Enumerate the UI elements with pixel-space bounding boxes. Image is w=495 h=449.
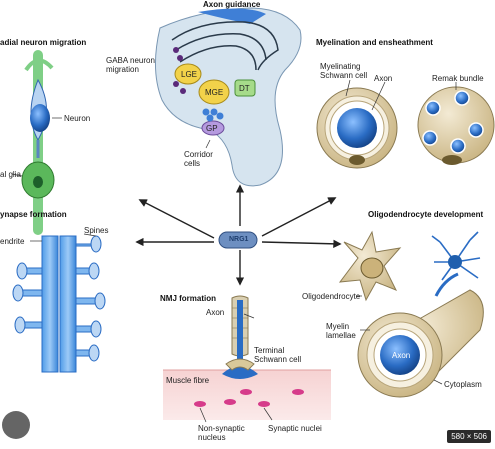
center-arrows (135, 184, 342, 286)
spines-label: Spines (84, 226, 109, 235)
axon-guidance-illustration (154, 7, 302, 187)
myelinating-schwann-label: Myelinating Schwann cell (320, 62, 368, 80)
radial-glia-label: al glia (0, 170, 21, 179)
dendrite-label: endrite (0, 237, 25, 246)
nrg1-node (218, 231, 258, 249)
lens-search-icon[interactable] (2, 411, 30, 439)
corridor-cells-label: Corridor cells (184, 150, 213, 168)
nmj-formation-title: NMJ formation (160, 294, 216, 303)
oligo-illustration (338, 230, 484, 398)
dt-label: DT (239, 84, 250, 93)
neuron-label: Neuron (64, 114, 91, 123)
myelin-axon-label: Axon (374, 74, 393, 83)
image-size-badge: 580 × 506 (447, 430, 491, 443)
cytoplasm-label: Cytoplasm (444, 380, 482, 389)
myelin-lamellae-label: Myelin lamellae (326, 322, 356, 340)
radial-migration-illustration (11, 50, 62, 235)
mge-label: MGE (205, 88, 224, 97)
synaptic-nuclei-label: Synaptic nuclei (268, 424, 322, 433)
muscle-fibre-label: Muscle fibre (166, 376, 210, 385)
gaba-migration-label: GABA neuron migration (106, 56, 155, 74)
non-synaptic-nucleus-label: Non-synaptic nucleus (198, 424, 245, 442)
oligo-axon-label: Axon (392, 351, 411, 360)
axon-guidance-title: Axon guidance (203, 0, 261, 9)
gp-label: GP (206, 124, 218, 133)
nrg1-label: NRG1 (229, 236, 249, 243)
nmj-illustration (163, 295, 331, 423)
nmj-axon-label: Axon (206, 308, 225, 317)
synapse-illustration (12, 233, 106, 373)
lge-label: LGE (181, 70, 198, 79)
remak-bundle-label: Remak bundle (432, 74, 484, 83)
oligodendrocyte-label: Oligodendrocyte (302, 292, 361, 301)
radial-migration-title: adial neuron migration (0, 38, 87, 47)
synapse-formation-title: ynapse formation (0, 210, 67, 219)
terminal-schwann-label: Terminal Schwann cell (254, 346, 302, 364)
oligo-development-title: Oligodendrocyte development (368, 210, 484, 219)
myelination-illustration (316, 79, 495, 169)
myelination-title: Myelination and ensheathment (316, 38, 433, 47)
